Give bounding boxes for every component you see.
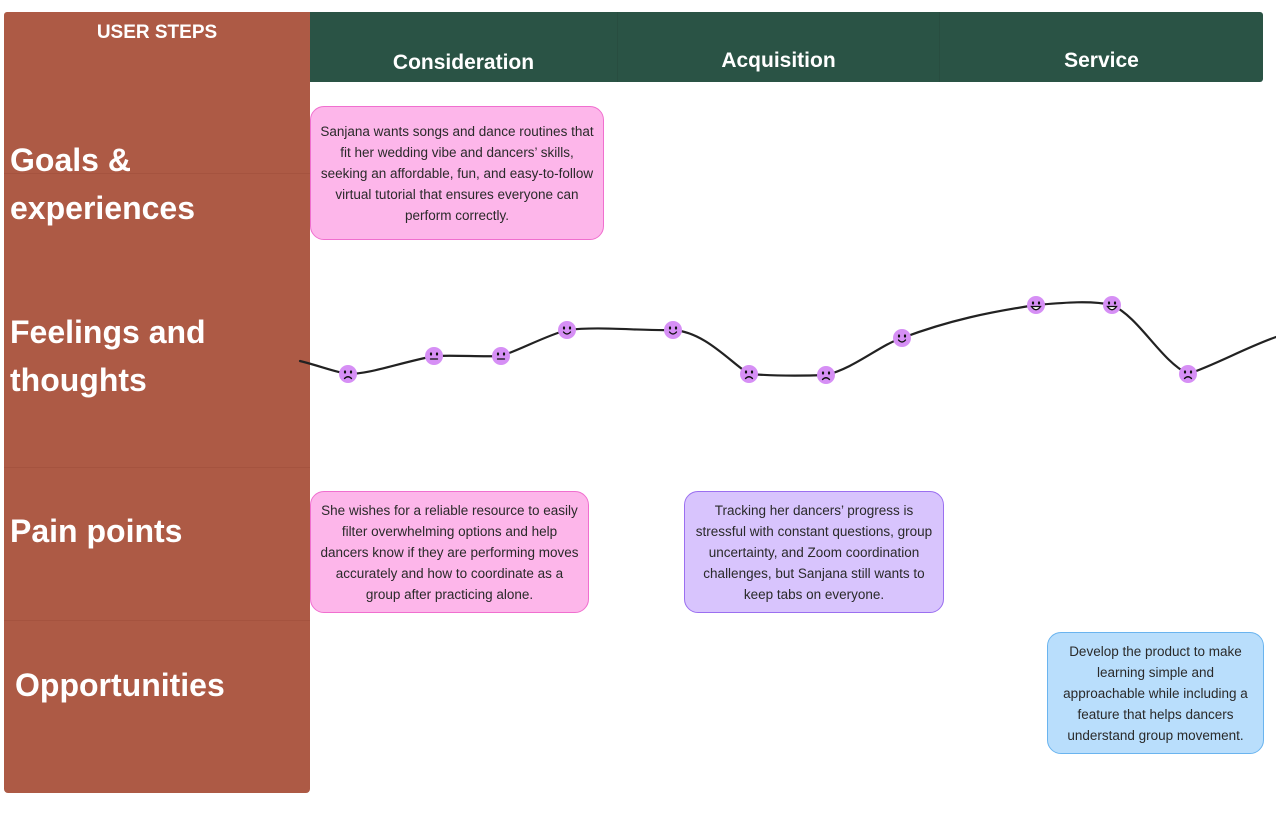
sad-face-icon xyxy=(1179,365,1197,383)
happy-face-icon xyxy=(664,321,682,339)
card-text: Sanjana wants songs and dance routines t… xyxy=(320,123,594,223)
row-divider xyxy=(4,620,310,621)
row-label-line: Goals & xyxy=(10,142,131,178)
sad-face-icon xyxy=(740,365,758,383)
stages-header: Consideration Acquisition Service xyxy=(310,12,1263,82)
neutral-face-icon xyxy=(425,347,443,365)
stage-label: Acquisition xyxy=(721,49,836,72)
row-divider xyxy=(4,173,310,174)
card-text: Develop the product to make learning sim… xyxy=(1063,643,1248,743)
happy-face-icon xyxy=(893,329,911,347)
goals-card-consideration: Sanjana wants songs and dance routines t… xyxy=(310,106,604,240)
row-divider xyxy=(4,467,310,468)
emotion-line xyxy=(298,301,1276,377)
stage-acquisition: Acquisition xyxy=(617,12,939,82)
row-label-line: experiences xyxy=(10,190,196,226)
stage-consideration: Consideration xyxy=(310,12,617,82)
very-happy-face-icon xyxy=(1027,296,1045,314)
user-steps-label: USER STEPS xyxy=(96,22,218,43)
row-label-line: Pain points xyxy=(10,513,183,549)
happy-face-icon xyxy=(558,321,576,339)
row-labels-column: Goals & experiences Feelings and thought… xyxy=(4,82,310,793)
row-label-line: Opportunities xyxy=(15,667,225,703)
row-label-feelings: Feelings and thoughts xyxy=(10,308,206,404)
card-text: Tracking her dancers’ progress is stress… xyxy=(695,502,933,602)
row-label-opportunities: Opportunities xyxy=(15,661,225,709)
card-text: She wishes for a reliable resource to ea… xyxy=(320,502,579,602)
pain-card-acquisition: Tracking her dancers’ progress is stress… xyxy=(684,491,944,613)
very-happy-face-icon xyxy=(1103,296,1121,314)
pain-card-consideration: She wishes for a reliable resource to ea… xyxy=(310,491,589,613)
user-steps-header: USER STEPS xyxy=(4,12,310,82)
stage-label: Consideration xyxy=(392,51,535,74)
neutral-face-icon xyxy=(492,347,510,365)
row-label-pain-points: Pain points xyxy=(10,507,182,555)
opportunity-card-service: Develop the product to make learning sim… xyxy=(1047,632,1264,754)
row-label-line: thoughts xyxy=(10,362,147,398)
sad-face-icon xyxy=(817,366,835,384)
row-label-goals: Goals & experiences xyxy=(10,136,195,232)
stage-label: Service xyxy=(1064,49,1139,72)
stage-service: Service xyxy=(939,12,1263,82)
row-label-line: Feelings and xyxy=(10,314,206,350)
sad-face-icon xyxy=(339,365,357,383)
